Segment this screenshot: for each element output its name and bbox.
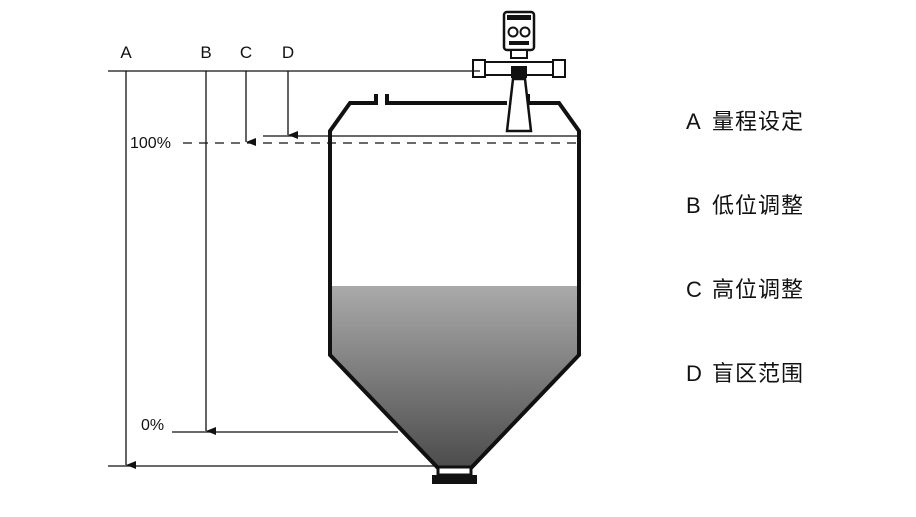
level-label-empty: 0% bbox=[141, 417, 164, 434]
sensor-display-icon bbox=[519, 26, 531, 38]
silo-outlet-flange bbox=[432, 475, 477, 484]
legend-item-d: D 盲区范围 bbox=[686, 356, 804, 388]
radar-sensor bbox=[472, 10, 566, 133]
legend-item-a: A 量程设定 bbox=[686, 104, 804, 136]
liquid-fill bbox=[330, 286, 579, 468]
silo-outlet-neck bbox=[436, 465, 473, 477]
legend-key: B bbox=[686, 193, 701, 218]
legend-text: 量程设定 bbox=[712, 109, 805, 134]
legend-key: A bbox=[686, 109, 701, 134]
marker-a: A bbox=[120, 43, 132, 62]
sensor-display-icon bbox=[507, 26, 519, 38]
level-label-full: 100% bbox=[130, 135, 171, 152]
marker-c: C bbox=[240, 43, 252, 62]
legend-item-b: B 低位调整 bbox=[686, 188, 804, 220]
legend-text: 盲区范围 bbox=[712, 361, 805, 386]
legend-key: C bbox=[686, 277, 702, 302]
sensor-horn-antenna bbox=[505, 77, 533, 133]
marker-b: B bbox=[200, 43, 211, 62]
legend-key: D bbox=[686, 361, 702, 386]
legend-text: 高位调整 bbox=[712, 277, 805, 302]
legend-text: 低位调整 bbox=[712, 193, 805, 218]
marker-d: D bbox=[282, 43, 294, 62]
legend-item-c: C 高位调整 bbox=[686, 272, 804, 304]
